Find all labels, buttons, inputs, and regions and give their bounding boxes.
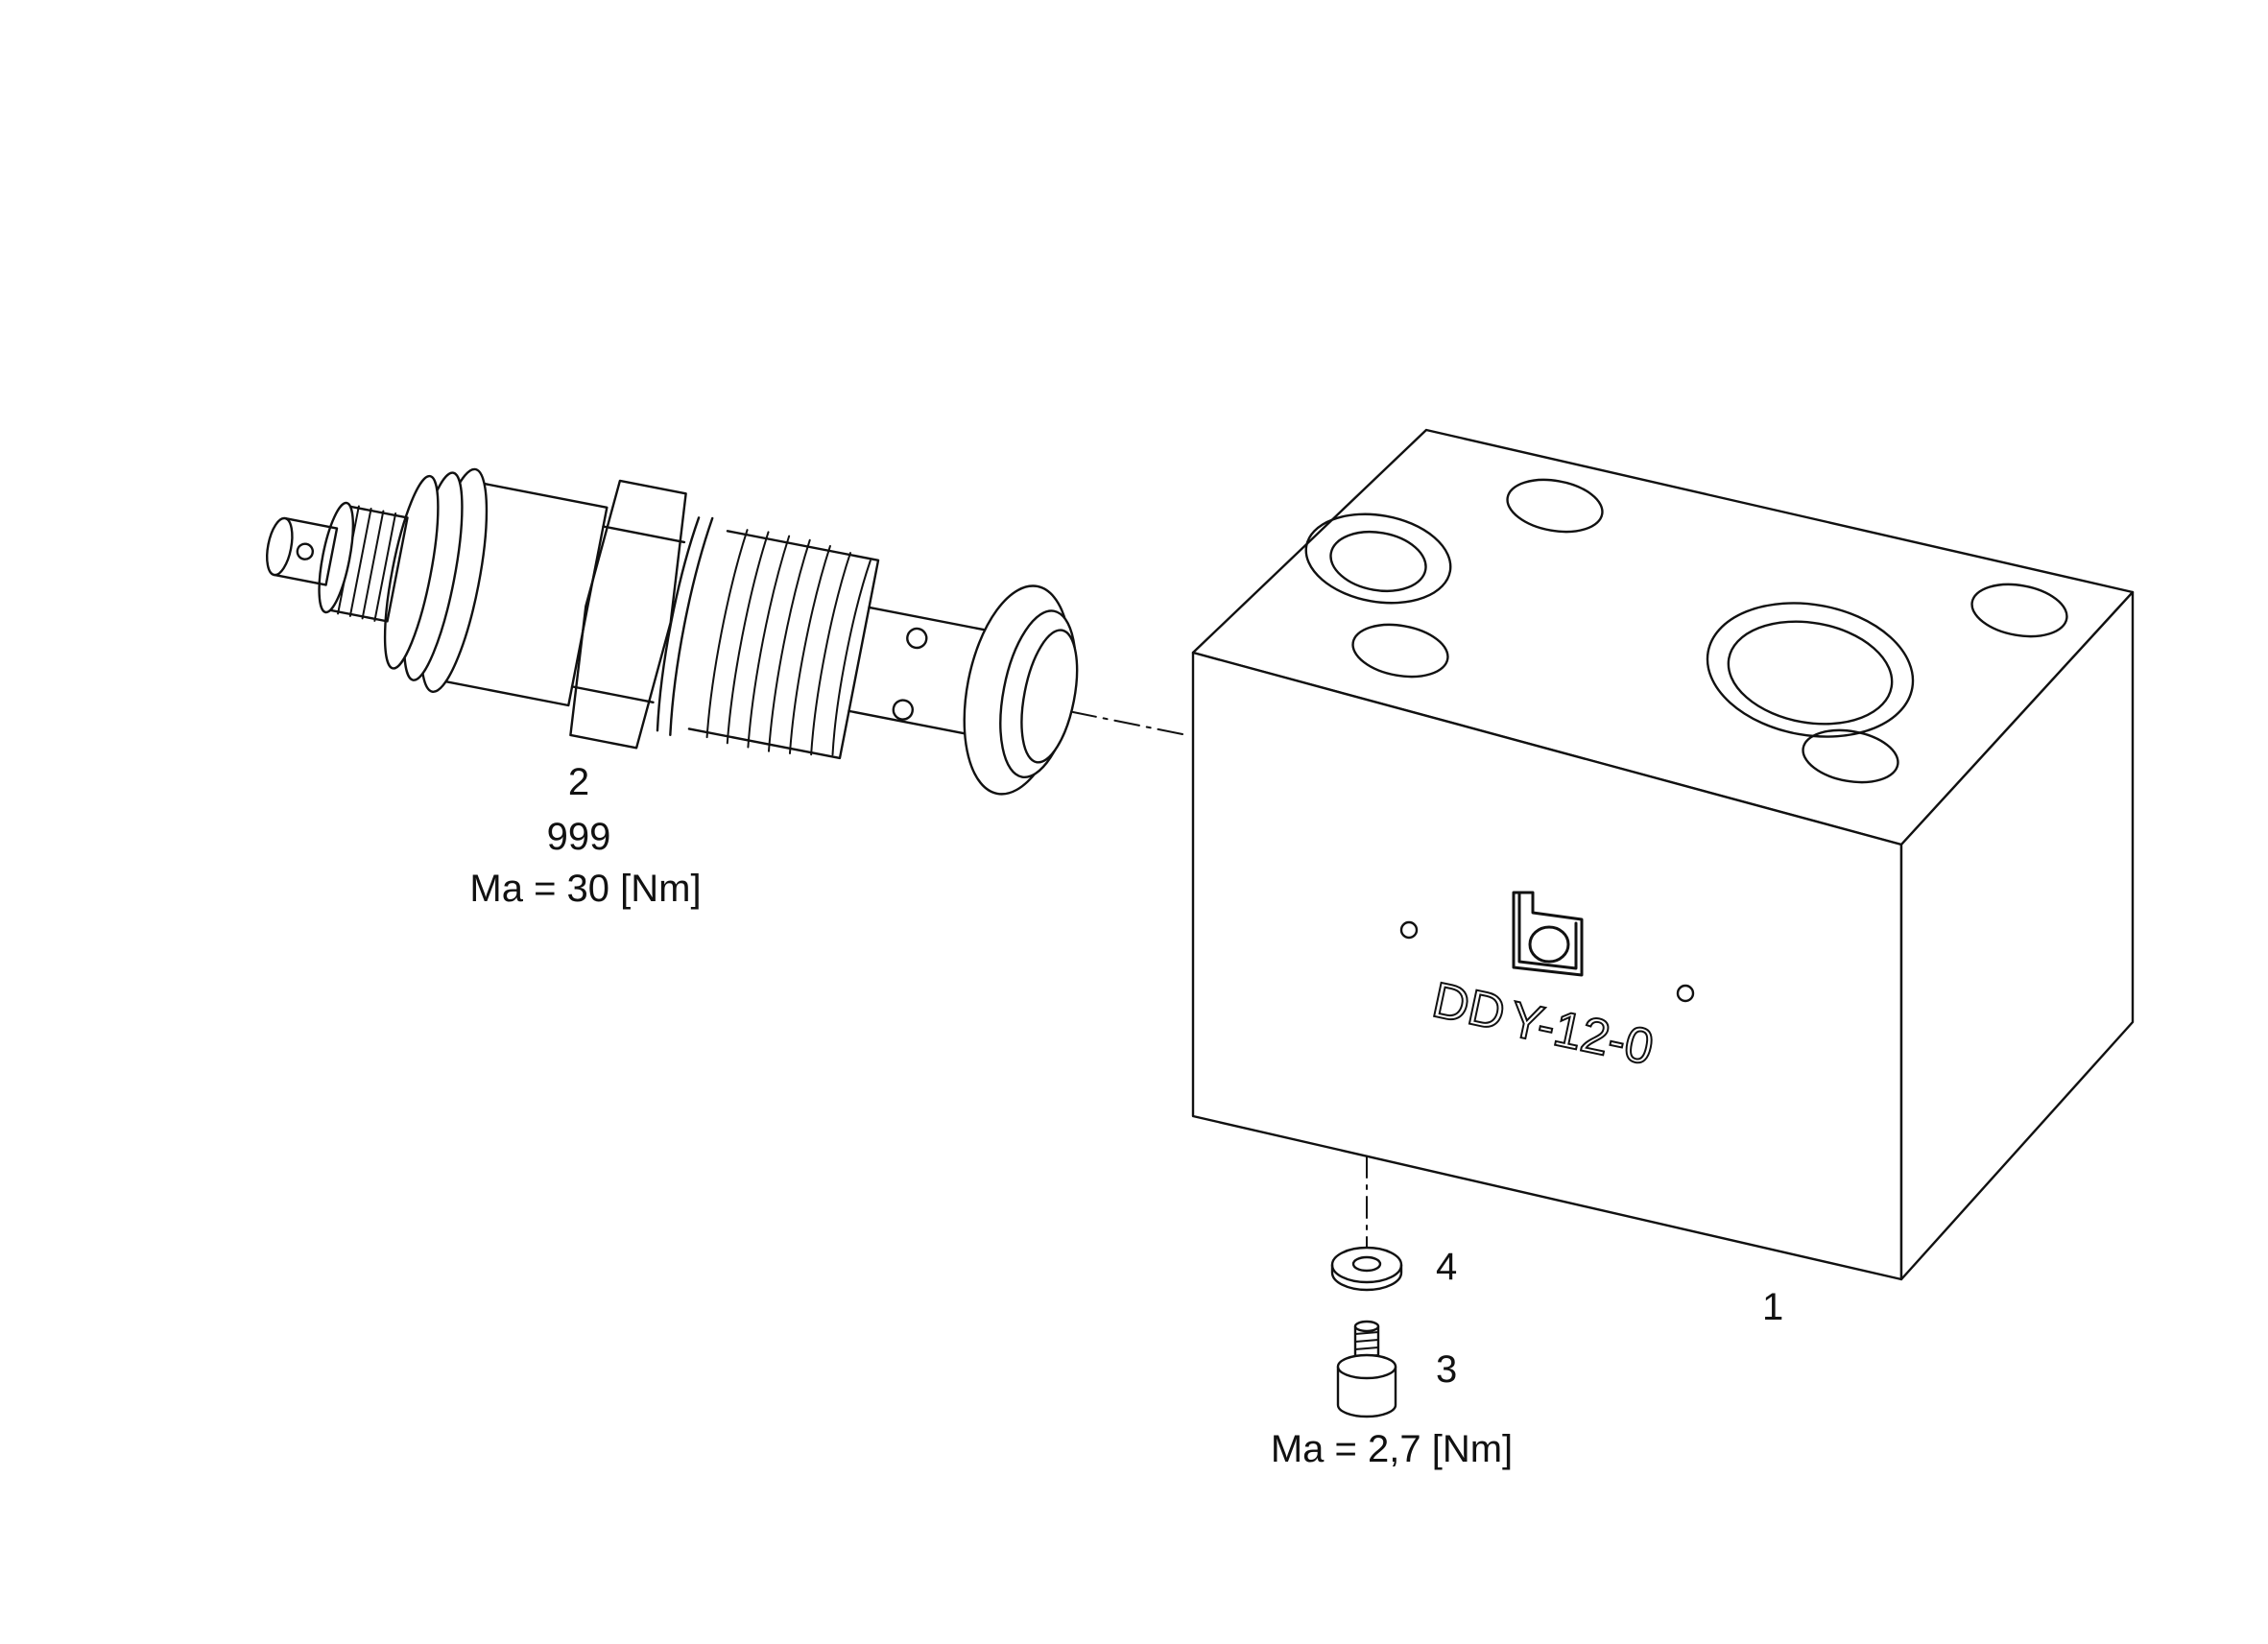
callout-item-1: 1 — [1762, 1286, 1784, 1328]
mounting-hole-3 — [1351, 623, 1449, 679]
screw-shank-top — [1353, 1320, 1380, 1333]
screw-head — [1336, 1365, 1397, 1418]
mounting-hole-1 — [1506, 478, 1604, 534]
cartridge-stem-tip — [273, 516, 339, 586]
callout-item-3: 3 — [1436, 1348, 1458, 1391]
cartridge-seal-inner — [1020, 629, 1079, 764]
cartridge-stem-end — [266, 516, 294, 577]
cartridge-stem-thread — [324, 504, 409, 623]
callout-torque-cartridge: Ma = 30 [Nm] — [469, 868, 702, 910]
cartridge-flange-3 — [383, 474, 440, 670]
b-logo-icon — [1512, 891, 1584, 977]
washer-hole — [1351, 1255, 1382, 1273]
cartridge-thread-body — [687, 530, 880, 760]
washer-outer — [1330, 1246, 1403, 1284]
cartridge-stem-pin-hole — [296, 542, 315, 560]
cartridge-orifice-1 — [906, 627, 928, 650]
cartridge-thread-lines — [705, 529, 871, 756]
callout-item-2: 2 — [567, 761, 590, 803]
callout-code-999: 999 — [546, 816, 611, 858]
screw — [1336, 1320, 1397, 1418]
callout-item-4: 4 — [1436, 1246, 1458, 1288]
cartridge-valve — [266, 467, 1079, 796]
port-small-outer — [1304, 512, 1452, 605]
front-hole-right — [1676, 984, 1695, 1003]
port-large-outer — [1706, 602, 1915, 738]
port-large-inner — [1727, 620, 1894, 726]
front-hole-left — [1399, 920, 1419, 940]
valve-block — [1191, 428, 2135, 1281]
screw-head-top — [1336, 1353, 1397, 1380]
cartridge-orifice-2 — [892, 699, 914, 721]
washer — [1330, 1246, 1403, 1292]
centerline-cartridge — [1072, 711, 1183, 735]
mounting-hole-4 — [1802, 728, 1899, 784]
cartridge-hex-nut — [569, 479, 687, 750]
cartridge-barrel — [433, 480, 609, 707]
screw-threads — [1354, 1331, 1379, 1358]
cartridge-hex-edges — [570, 525, 686, 703]
port-small-inner — [1329, 531, 1427, 592]
cartridge-stem-collar — [318, 501, 355, 614]
block-right-face — [1899, 590, 2135, 1281]
callout-torque-screw: Ma = 2,7 [Nm] — [1270, 1428, 1514, 1470]
mounting-hole-2 — [1970, 583, 2068, 638]
